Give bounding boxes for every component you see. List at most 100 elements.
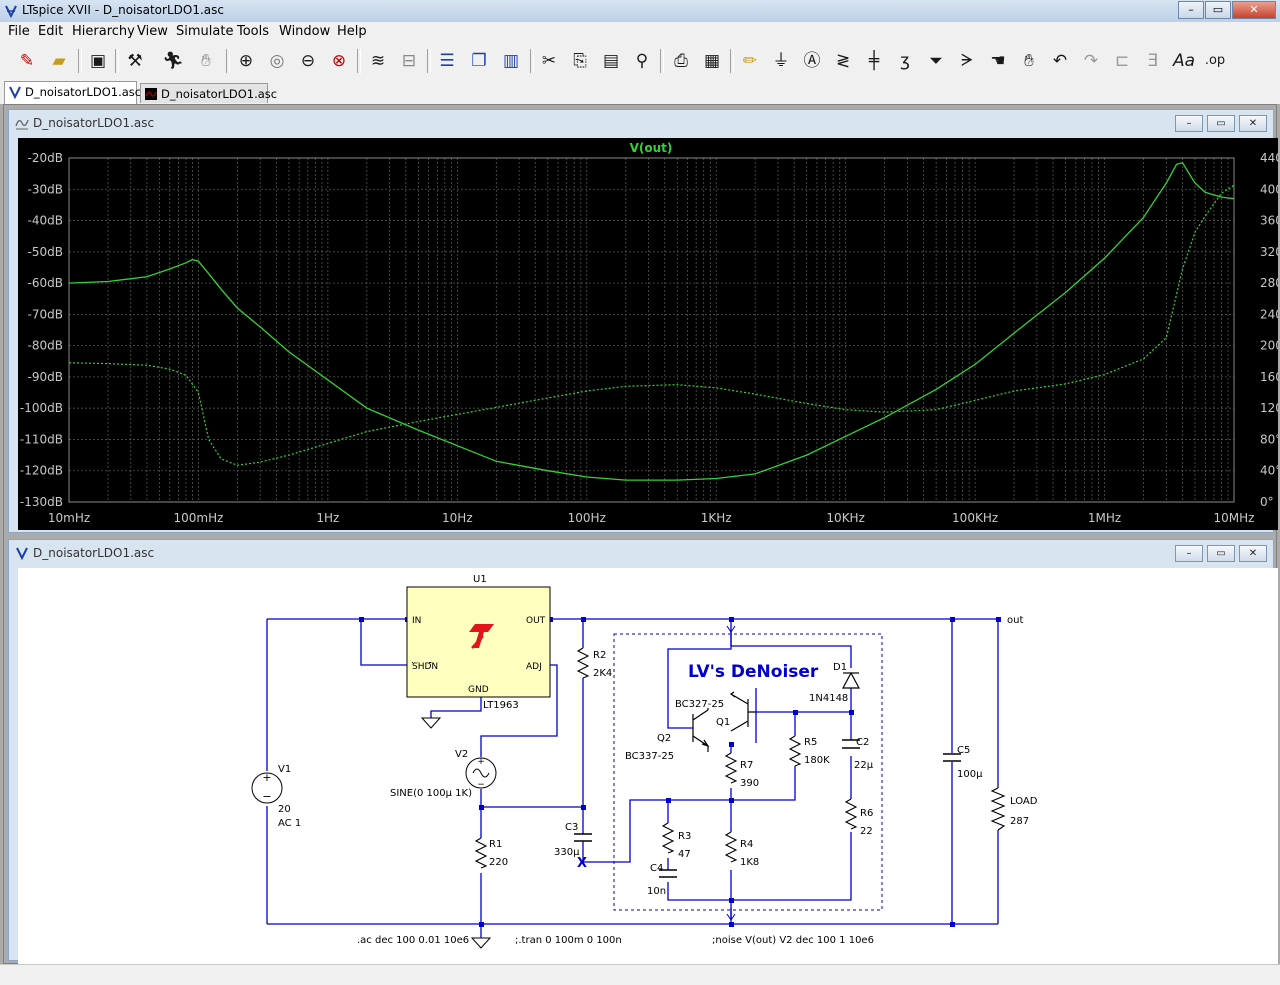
menu-window[interactable]: Window xyxy=(279,24,331,39)
r3-ref: R3 xyxy=(678,831,691,842)
r6-symbol xyxy=(844,798,858,830)
autoscale-icon[interactable]: ≋ xyxy=(370,51,386,71)
x-tick-label: 1Hz xyxy=(316,511,339,525)
waveform-maximize-button[interactable]: ▭ xyxy=(1207,115,1235,132)
open-icon[interactable]: ▰ xyxy=(52,51,66,71)
redo-icon[interactable]: ↷ xyxy=(1083,51,1099,71)
minimize-button[interactable]: – xyxy=(1178,1,1204,19)
x-tick-label: 100mHz xyxy=(173,511,223,525)
find-icon[interactable]: ⚲ xyxy=(635,51,649,71)
tab-schematic[interactable]: D_noisatorLDO1.asc xyxy=(4,81,141,104)
tab-waveform[interactable]: D_noisatorLDO1.asc xyxy=(140,83,277,103)
control-panel-icon[interactable]: ⚒ xyxy=(127,51,143,71)
q2-part: BC337-25 xyxy=(625,751,674,762)
mirror-icon[interactable]: Ǝ xyxy=(1147,51,1159,71)
document-tab-bar: D_noisatorLDO1.asc D_noisatorLDO1.asc xyxy=(0,80,1280,104)
component-icon[interactable]: ᗒ xyxy=(960,51,974,71)
run-icon[interactable]: 🏃︎ xyxy=(162,51,184,71)
text-icon[interactable]: Aa xyxy=(1172,51,1196,71)
diode-icon[interactable]: ⏷ xyxy=(929,51,943,71)
svg-text:+: + xyxy=(262,771,271,784)
tile-horizontal-icon[interactable]: ☰ xyxy=(439,51,455,71)
waveform-close-button[interactable]: ✕ xyxy=(1239,115,1267,132)
schematic-minimize-button[interactable]: – xyxy=(1175,545,1203,562)
zoom-out-icon[interactable]: ⊖ xyxy=(300,51,316,71)
schematic-drawing[interactable]: +− +− xyxy=(18,568,1278,968)
y2-axis-ticks: 440°400°360°320°280°240°200°160°120°80°4… xyxy=(1260,151,1280,509)
schematic-window: D_noisatorLDO1.asc – ▭ ✕ xyxy=(8,539,1278,968)
rotate-icon[interactable]: ⊏ xyxy=(1114,51,1130,71)
wires xyxy=(266,618,999,938)
u1-part: LT1963 xyxy=(483,700,519,711)
toolbar-separator xyxy=(357,49,361,73)
app-title-bar: LTspice XVII - D_noisatorLDO1.asc – ▭ ✕ xyxy=(0,0,1280,23)
toolbar-separator xyxy=(226,49,230,73)
capacitor-icon[interactable]: ╪ xyxy=(868,51,880,71)
spice-directive-icon[interactable]: .op xyxy=(1204,53,1226,68)
r4-value: 1K8 xyxy=(740,857,759,868)
y2-tick-label: 120° xyxy=(1260,401,1278,415)
zoom-pan-icon[interactable]: ◎ xyxy=(269,51,285,71)
print-setup-icon[interactable]: ▦ xyxy=(703,51,721,71)
r4-symbol xyxy=(724,831,738,863)
y-tick-label: -100dB xyxy=(20,401,63,415)
trace-label-vout[interactable]: V(out) xyxy=(630,141,673,155)
tile-vertical-icon[interactable]: ▥ xyxy=(502,51,520,71)
v1-source[interactable]: +− xyxy=(251,771,283,804)
close-button[interactable]: ✕ xyxy=(1232,1,1276,19)
label-net-icon[interactable]: Ⓐ xyxy=(803,51,821,71)
cascade-icon[interactable]: ❐ xyxy=(471,51,487,71)
schematic-maximize-button[interactable]: ▭ xyxy=(1207,545,1235,562)
menu-edit[interactable]: Edit xyxy=(38,24,64,39)
menu-hierarchy[interactable]: Hierarchy xyxy=(72,24,135,39)
menu-help[interactable]: Help xyxy=(337,24,367,39)
r1-value: 220 xyxy=(489,857,508,868)
cut-icon[interactable]: ✂ xyxy=(541,51,557,71)
draw-wire-icon[interactable]: ✏ xyxy=(742,51,758,71)
zoom-in-icon[interactable]: ⊕ xyxy=(238,51,254,71)
schematic-close-button[interactable]: ✕ xyxy=(1239,545,1267,562)
menu-tools[interactable]: Tools xyxy=(237,24,270,39)
menu-simulate[interactable]: Simulate xyxy=(176,24,234,39)
d1-symbol xyxy=(842,671,860,689)
menu-file[interactable]: File xyxy=(8,24,30,39)
r3-symbol xyxy=(661,822,675,854)
plot-pane[interactable]: -20dB-30dB-40dB-50dB-60dB-70dB-80dB-90dB… xyxy=(18,138,1280,530)
y2-tick-label: 280° xyxy=(1260,276,1278,290)
paste-icon[interactable]: ▤ xyxy=(602,51,620,71)
save-icon[interactable]: ▣ xyxy=(89,51,107,71)
v2-source[interactable]: +− xyxy=(465,757,497,790)
print-icon[interactable]: ⎙ xyxy=(674,51,688,71)
resistor-icon[interactable]: ≷ xyxy=(835,51,851,71)
v2-ref: V2 xyxy=(455,749,468,760)
ground-icon[interactable]: ⏚ xyxy=(772,51,790,71)
menu-view[interactable]: View xyxy=(137,24,168,39)
r6-value: 22 xyxy=(860,826,873,837)
transistor-symbols xyxy=(692,691,756,752)
new-schematic-icon[interactable]: ✎ xyxy=(19,51,35,71)
r1-symbol xyxy=(474,837,488,869)
y2-tick-label: 440° xyxy=(1260,151,1278,165)
maximize-button[interactable]: ▭ xyxy=(1205,1,1231,19)
inductor-icon[interactable]: ʒ xyxy=(900,51,910,71)
denoiser-box[interactable] xyxy=(613,633,883,911)
delete-traces-icon[interactable]: ⊟ xyxy=(401,51,417,71)
drag-icon[interactable]: ✋︎ xyxy=(1024,51,1034,71)
halt-icon[interactable]: ✋︎ xyxy=(201,51,211,71)
y2-tick-label: 360° xyxy=(1260,214,1278,228)
load-value: 287 xyxy=(1010,816,1029,827)
bode-plot[interactable]: -20dB-30dB-40dB-50dB-60dB-70dB-80dB-90dB… xyxy=(18,138,1280,530)
y2-tick-label: 160° xyxy=(1260,370,1278,384)
u1-regulator[interactable] xyxy=(406,586,551,698)
zoom-fit-icon[interactable]: ⊗ xyxy=(331,51,347,71)
schematic-canvas[interactable]: +− +− xyxy=(18,568,1278,968)
undo-icon[interactable]: ↶ xyxy=(1052,51,1068,71)
schematic-icon xyxy=(16,547,28,560)
tab-label: D_noisatorLDO1.asc xyxy=(161,87,278,101)
copy-icon[interactable]: ⎘ xyxy=(573,51,587,71)
waveform-minimize-button[interactable]: – xyxy=(1175,115,1203,132)
y-tick-label: -30dB xyxy=(28,182,63,196)
move-icon[interactable]: ☚ xyxy=(990,51,1006,71)
y2-tick-label: 240° xyxy=(1260,307,1278,321)
